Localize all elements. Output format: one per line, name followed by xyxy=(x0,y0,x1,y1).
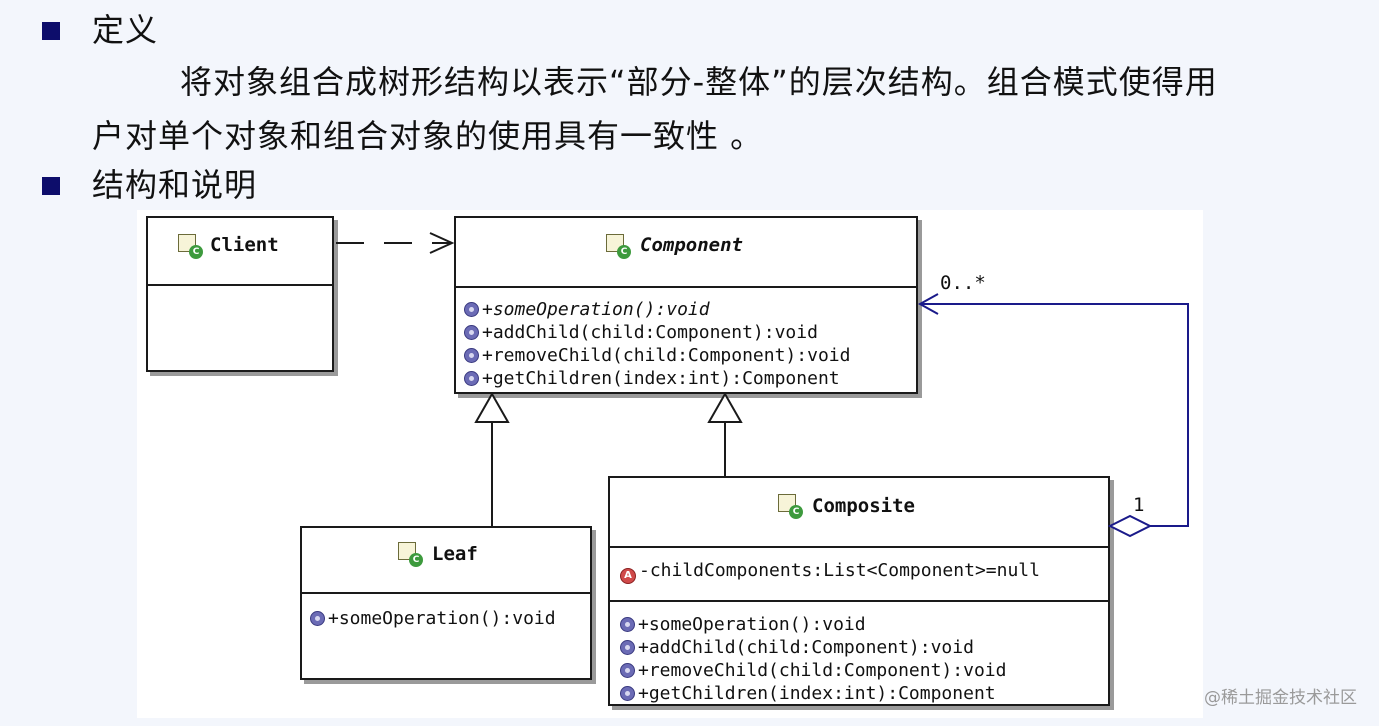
attribute-icon: A xyxy=(620,568,636,584)
definition-line-2: 户对单个对象和组合对象的使用具有一致性 。 xyxy=(92,117,764,155)
class-leaf: Leaf +someOperation():void xyxy=(300,526,592,680)
method-icon xyxy=(464,325,479,340)
heading-definition: 定义 xyxy=(92,11,159,49)
class-client-name: Client xyxy=(210,234,279,256)
dependency-arrow xyxy=(336,232,455,254)
method-icon xyxy=(464,302,479,317)
class-composite-name: Composite xyxy=(812,495,915,517)
method-icon xyxy=(620,617,635,632)
generalization-leaf xyxy=(474,391,510,526)
method-icon xyxy=(464,348,479,363)
composite-method: +someOperation():void xyxy=(620,614,866,636)
method-icon xyxy=(620,663,635,678)
composite-method: +addChild(child:Component):void xyxy=(620,637,974,659)
component-method: +someOperation():void xyxy=(464,299,710,321)
method-icon xyxy=(620,686,635,701)
class-component: Component +someOperation():void +addChil… xyxy=(454,216,918,394)
bullet-structure xyxy=(42,177,60,195)
class-component-name: Component xyxy=(640,234,743,256)
aggregation-association xyxy=(917,293,1189,538)
method-icon xyxy=(310,611,325,626)
composite-method: +removeChild(child:Component):void xyxy=(620,660,1006,682)
composite-method: +getChildren(index:int):Component xyxy=(620,683,996,705)
bullet-definition xyxy=(42,22,60,40)
class-icon xyxy=(606,234,631,259)
leaf-method: +someOperation():void xyxy=(310,608,556,630)
generalization-composite xyxy=(707,391,743,476)
class-icon xyxy=(778,494,803,519)
heading-structure: 结构和说明 xyxy=(92,166,258,204)
method-icon xyxy=(464,371,479,386)
class-client: Client xyxy=(146,216,334,372)
class-icon xyxy=(178,234,203,259)
watermark: @稀土掘金技术社区 xyxy=(1204,688,1357,708)
component-method: +getChildren(index:int):Component xyxy=(464,368,840,390)
definition-line-1: 将对象组合成树形结构以表示“部分-整体”的层次结构。组合模式使得用 xyxy=(180,63,1218,101)
multiplicity-one: 1 xyxy=(1133,494,1145,516)
method-icon xyxy=(620,640,635,655)
component-method: +removeChild(child:Component):void xyxy=(464,345,850,367)
class-leaf-name: Leaf xyxy=(432,543,478,565)
class-composite: Composite A-childComponents:List<Compone… xyxy=(608,476,1110,706)
component-method: +addChild(child:Component):void xyxy=(464,322,818,344)
composite-attribute: A-childComponents:List<Component>=null xyxy=(620,560,1040,584)
multiplicity-many: 0..* xyxy=(940,272,986,294)
class-icon xyxy=(398,542,423,567)
